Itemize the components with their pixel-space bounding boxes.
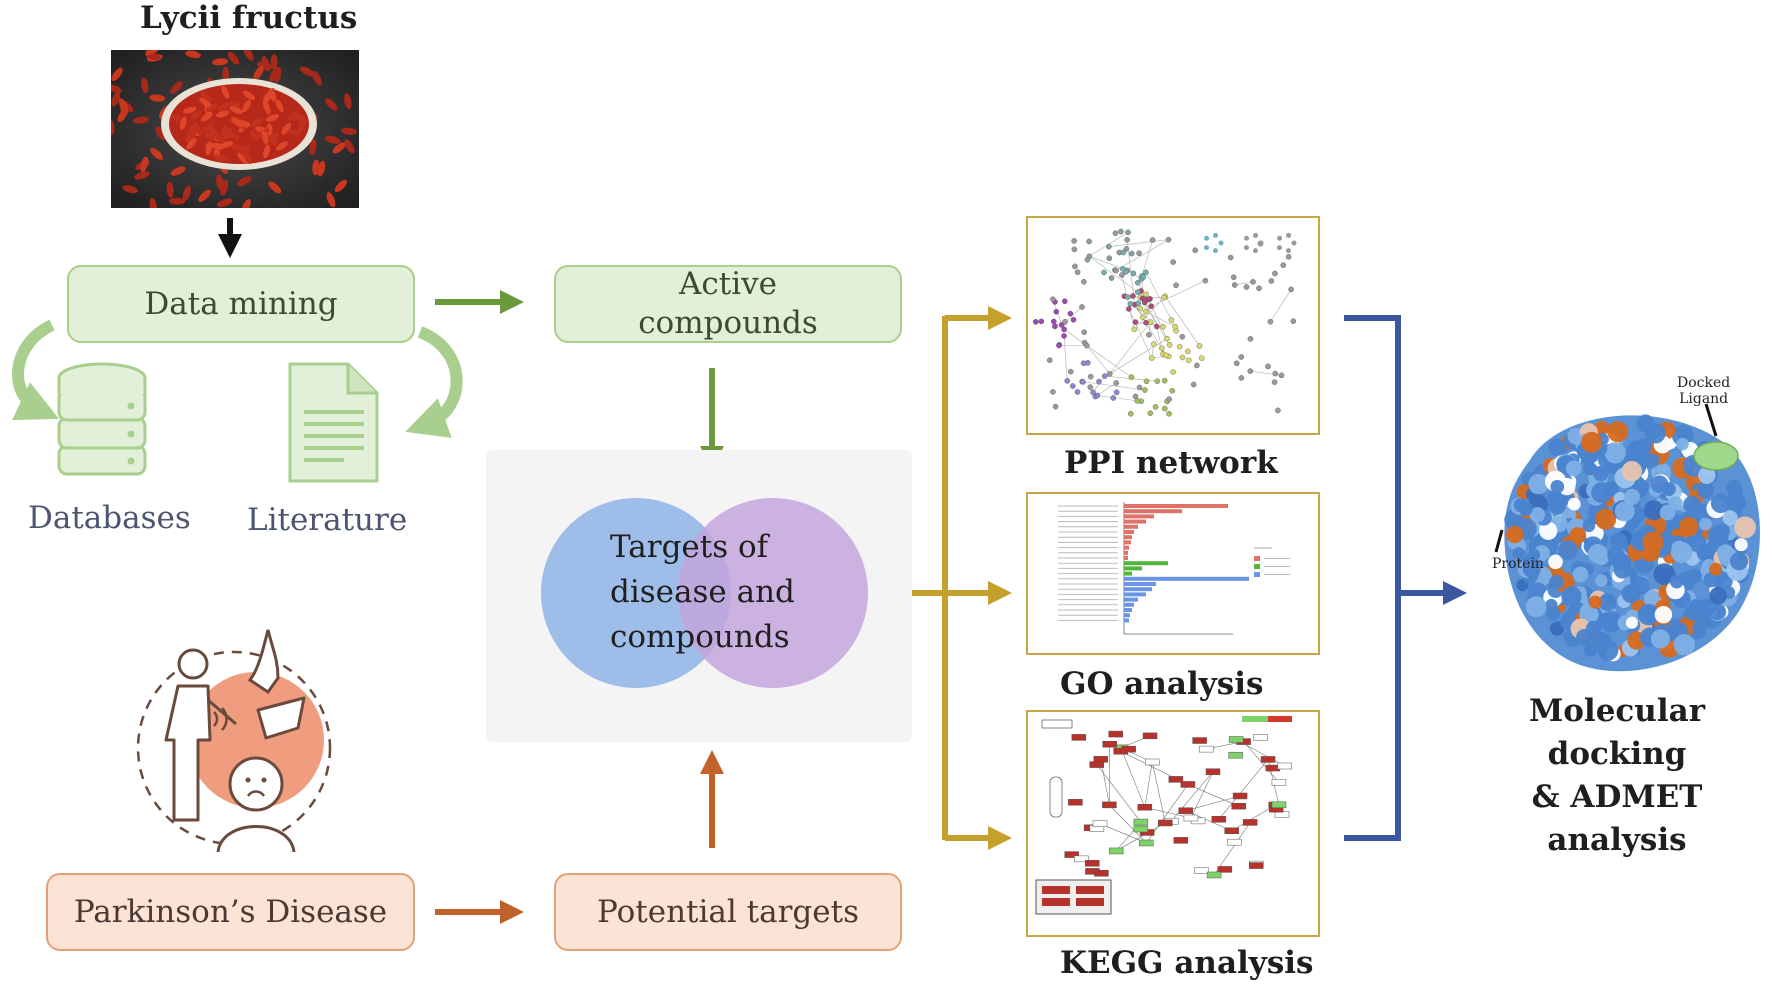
- kegg-pathway-map: [1035, 716, 1292, 915]
- protein-label: Protein: [1492, 556, 1544, 572]
- blue-bracket: [1344, 315, 1401, 841]
- docking-title: Molecular docking & ADMET analysis: [1462, 690, 1772, 862]
- overlap-label: Targets of disease and compounds: [610, 525, 795, 660]
- ppi-label: PPI network: [1064, 445, 1278, 481]
- potential-targets-box: Potential targets: [554, 873, 902, 951]
- docked-ligand-label: Docked Ligand: [1677, 375, 1730, 407]
- active-compounds-line1: Active: [679, 266, 777, 303]
- docking-line2: & ADMET analysis: [1531, 779, 1703, 858]
- docked-ligand-line2: Ligand: [1679, 391, 1729, 407]
- parkinson-label: Parkinson’s Disease: [73, 893, 388, 930]
- go-bar-chart: [1058, 502, 1290, 635]
- curve-to-literature: [405, 326, 463, 438]
- active-compounds-line2: compounds: [638, 305, 818, 341]
- goji-photo: [111, 50, 359, 208]
- overlap-line2: disease and: [610, 574, 795, 610]
- overlap-line3: compounds: [610, 619, 790, 655]
- kegg-analysis-panel: [1026, 710, 1320, 937]
- fruit-title: Lycii fructus: [140, 0, 358, 36]
- active-compounds-box: Active compounds: [554, 265, 902, 343]
- potential-targets-label: Potential targets: [597, 893, 859, 930]
- go-label: GO analysis: [1060, 666, 1264, 702]
- kegg-label: KEGG analysis: [1060, 945, 1314, 981]
- ppi-network-graph: [1032, 228, 1297, 417]
- parkinson-illustration: [136, 629, 332, 852]
- go-analysis-panel: [1026, 492, 1320, 655]
- protein-surface-illustration: [1494, 403, 1760, 672]
- data-mining-box: Data mining: [67, 265, 415, 343]
- literature-label: Literature: [247, 502, 408, 538]
- venn-disease-circle: [541, 498, 731, 688]
- parkinson-box: Parkinson’s Disease: [46, 873, 415, 951]
- overlap-line1: Targets of: [610, 529, 769, 565]
- document-icon: [288, 362, 379, 483]
- ppi-network-panel: [1026, 216, 1320, 435]
- venn-diagram: [541, 498, 868, 688]
- database-icon: [57, 362, 147, 476]
- data-mining-label: Data mining: [144, 285, 338, 322]
- curve-to-databases: [12, 319, 60, 421]
- databases-label: Databases: [28, 500, 191, 536]
- venn-compounds-circle: [678, 498, 868, 688]
- goji-bowl-icon: [111, 50, 359, 208]
- docked-ligand-line1: Docked: [1677, 375, 1731, 391]
- docking-line1: Molecular docking: [1528, 693, 1706, 772]
